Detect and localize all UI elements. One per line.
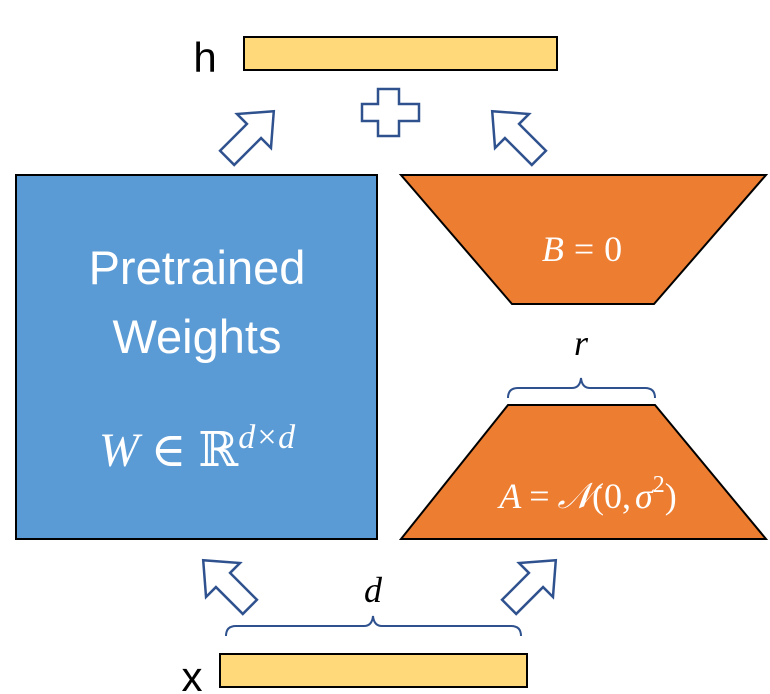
rank-label: r	[574, 323, 589, 363]
output-label: h	[193, 34, 216, 81]
arrow-up-left-icon	[490, 109, 548, 167]
plus-icon	[360, 87, 421, 138]
pretrained-title-line2: Weights	[113, 310, 282, 363]
matrix-b-block	[398, 174, 769, 305]
pretrained-formula: W∈ℝd×d	[99, 419, 296, 477]
dimension-brace	[225, 615, 522, 637]
matrix-b-formula: B=0	[542, 229, 622, 269]
matrix-a-formula: A=𝒩(0,σ2)	[497, 472, 677, 516]
dimension-label: d	[364, 570, 383, 610]
pretrained-weights-block	[15, 174, 378, 540]
input-label: x	[182, 653, 203, 694]
output-vector-bar	[243, 36, 558, 71]
pretrained-title-line1: Pretrained	[89, 241, 306, 294]
rank-brace	[507, 377, 656, 399]
arrow-input-right-icon	[500, 558, 558, 616]
arrow-up-right-icon	[218, 109, 276, 167]
matrix-a-block	[398, 404, 769, 540]
input-vector-bar	[219, 653, 528, 688]
arrow-input-left-icon	[201, 558, 259, 616]
